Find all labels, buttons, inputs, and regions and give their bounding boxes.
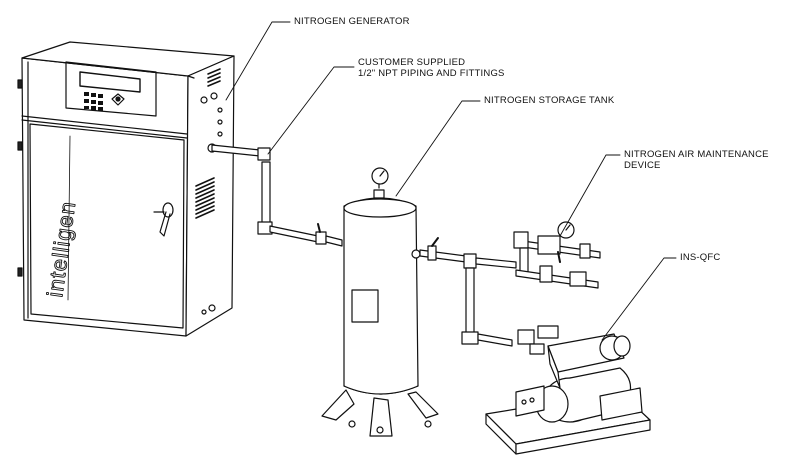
leader-ins-qfc [601,257,677,341]
tank-stand [321,389,439,437]
nitrogen-air-maintenance-device [513,221,601,289]
tank-outlet-piping [419,237,517,347]
top-vent-grille [207,68,221,87]
leader-storage-tank [395,100,481,197]
label-customer-supplied-line1: CUSTOMER SUPPLIED [358,57,466,68]
label-nitrogen-generator: NITROGEN GENERATOR [294,16,410,27]
leader-customer-supplied [267,66,355,155]
label-ins-qfc: INS-QFC [680,252,721,263]
callout-leaders [225,21,677,341]
nitrogen-storage-tank [321,167,439,437]
leader-nitrogen-generator [225,21,291,101]
label-nitrogen-storage-tank: NITROGEN STORAGE TANK [484,95,615,106]
elbow-fitting [257,147,271,161]
door-handle [153,202,174,237]
label-air-maintenance-line2: DEVICE [624,160,661,171]
ins-qfc-unit [485,325,651,455]
control-panel [65,61,157,117]
tank-nameplate [351,289,379,323]
label-customer-supplied-line2: 1/2" NPT PIPING AND FITTINGS [358,68,505,79]
customer-piping [211,144,343,247]
display-screen [79,71,141,93]
side-ports [200,92,223,315]
leader-air-maintenance [559,154,621,237]
ball-valve [315,223,327,245]
generator-door [29,123,185,329]
keypad [84,92,103,111]
tee-fitting [463,253,477,269]
arrow-keys-icon [111,93,125,106]
nitrogen-generator: intelligen [17,41,235,337]
regulator-body [537,235,561,255]
label-air-maintenance-line1: NITROGEN AIR MAINTENANCE [624,149,769,160]
side-vent-grille [195,177,215,219]
